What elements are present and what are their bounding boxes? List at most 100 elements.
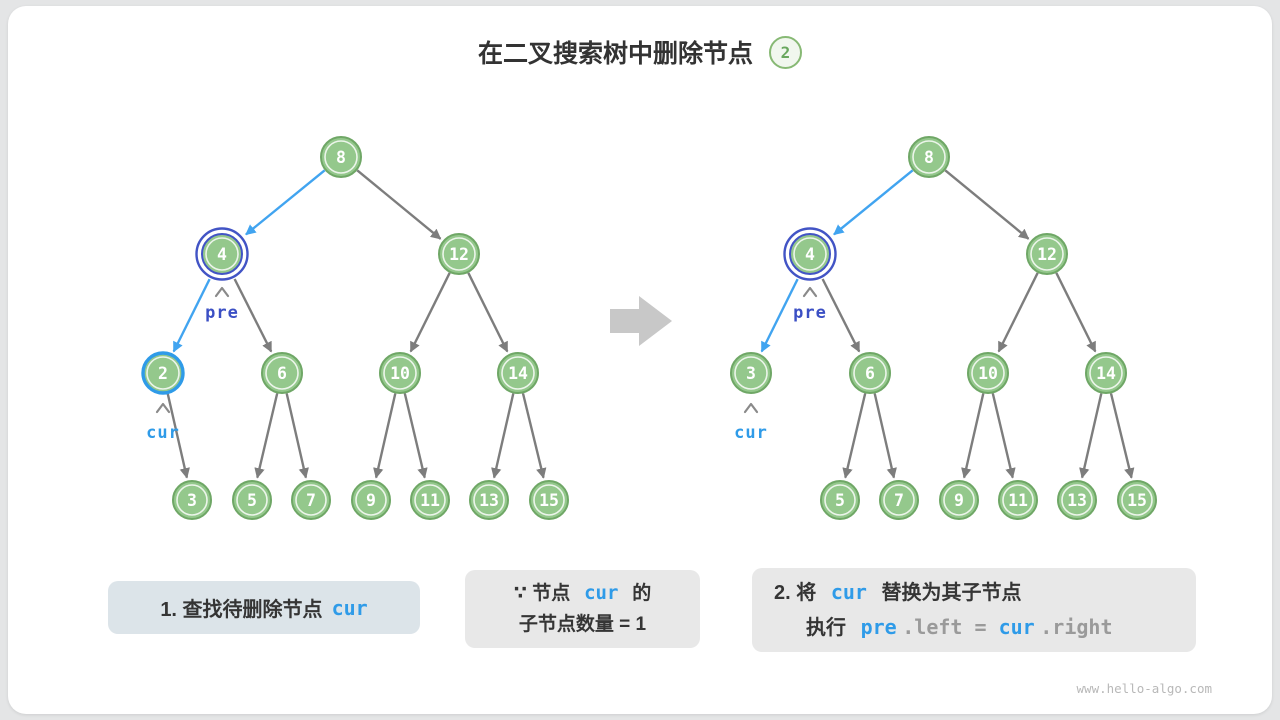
tree-node: 11: [410, 480, 450, 520]
page-title: 在二叉搜索树中删除节点: [477, 40, 753, 68]
caption-code-cur: cur: [830, 580, 867, 604]
tree-node-cur: 3: [730, 352, 772, 394]
caption-code-cur: cur: [331, 595, 368, 620]
tree-node-cur: 2: [141, 351, 185, 395]
tree-edge: [821, 278, 861, 353]
node-value: 3: [746, 364, 756, 383]
tree-node: 10: [967, 352, 1009, 394]
tree-edge: [1079, 393, 1103, 479]
caption-step1: 1. 查找待删除节点 cur: [108, 581, 420, 634]
caption-line: ∵ 节点 cur 的: [514, 578, 652, 609]
caption-code-cur: cur: [998, 615, 1035, 639]
tree-edge: [491, 393, 515, 479]
tree-node-pre: 4: [783, 227, 837, 281]
node-value: 2: [158, 364, 168, 383]
node-value: 13: [479, 491, 499, 510]
tree-node: 15: [1117, 480, 1157, 520]
pre-caret-icon: [802, 286, 818, 298]
tree-edge: [409, 272, 451, 353]
node-value: 7: [894, 491, 904, 510]
caption-line: 2. 将 cur 替换为其子节点: [774, 575, 1196, 610]
caption-text: 的: [632, 583, 652, 604]
tree-node-pre: 4: [195, 227, 249, 281]
tree-node: 12: [1026, 233, 1068, 275]
caption-text: 2. 将: [774, 582, 817, 604]
tree-edge: [760, 278, 799, 353]
tree-node: 3: [172, 480, 212, 520]
tree-edge: [842, 393, 867, 479]
caption-code-line: 执行 pre .left = cur .right: [806, 610, 1196, 645]
tree-node: 14: [1085, 352, 1127, 394]
caption-text: 执行: [806, 617, 846, 639]
tree-node: 9: [351, 480, 391, 520]
node-value: 15: [1127, 491, 1147, 510]
tree-node: 6: [261, 352, 303, 394]
node-value: 14: [508, 364, 528, 383]
tree-edge: [373, 393, 397, 479]
node-value: 4: [805, 245, 815, 264]
caption-text: 替换为其子节点: [881, 582, 1022, 604]
tree-node: 7: [291, 480, 331, 520]
node-value: 3: [187, 491, 197, 510]
caption-line: 子节点数量 = 1: [518, 614, 647, 635]
caption-code-pre: pre: [860, 615, 897, 639]
caption-reason: ∵ 节点 cur 的 子节点数量 = 1: [465, 570, 700, 648]
node-value: 13: [1067, 491, 1087, 510]
caption-step2: 2. 将 cur 替换为其子节点 执行 pre .left = cur .rig…: [752, 568, 1196, 652]
node-value: 5: [835, 491, 845, 510]
tree-node: 11: [998, 480, 1038, 520]
cur-caret-icon: [155, 402, 171, 414]
caption-code-cur: cur: [584, 582, 619, 604]
tree-node: 13: [469, 480, 509, 520]
tree-node: 13: [1057, 480, 1097, 520]
tree-node: 6: [849, 352, 891, 394]
tree-node: 15: [529, 480, 569, 520]
tree-edge: [285, 393, 309, 479]
transition-arrow-icon: [610, 296, 672, 346]
tree-edge: [172, 278, 211, 353]
tree-node: 12: [438, 233, 480, 275]
tree-edge: [245, 169, 326, 236]
node-value: 5: [247, 491, 257, 510]
node-value: 6: [865, 364, 875, 383]
node-value: 12: [1037, 245, 1057, 264]
title-row: 在二叉搜索树中删除节点 2: [0, 34, 1280, 70]
tree-edge: [233, 278, 273, 353]
node-value: 8: [924, 148, 934, 167]
node-value: 10: [390, 364, 410, 383]
node-value: 14: [1096, 364, 1116, 383]
node-value: 4: [217, 245, 227, 264]
caption-code: .left =: [902, 615, 999, 639]
tree-node: 5: [820, 480, 860, 520]
watermark: www.hello-algo.com: [1076, 681, 1212, 696]
caption-text: 1. 查找待删除节点: [160, 599, 323, 621]
cur-pointer-label: cur: [734, 423, 768, 443]
tree-node: 14: [497, 352, 539, 394]
left-tree: 8 4 12 2 6 10 14 3 5 7 9 11: [141, 136, 569, 520]
tree-edge: [1055, 272, 1097, 353]
cur-pointer-label: cur: [146, 423, 180, 443]
tree-edge: [873, 393, 897, 479]
node-value: 10: [978, 364, 998, 383]
cur-caret-icon: [743, 402, 759, 414]
tree-edge: [356, 169, 442, 240]
node-value: 15: [539, 491, 559, 510]
pre-caret-icon: [214, 286, 230, 298]
tree-edge: [833, 169, 914, 236]
node-value: 11: [1008, 491, 1028, 510]
node-value: 9: [954, 491, 964, 510]
node-value: 8: [336, 148, 346, 167]
right-tree: 8 4 12 3 6 10 14 5 7 9 11 13: [730, 136, 1157, 520]
tree-edge: [997, 272, 1039, 353]
tree-edge: [1109, 393, 1135, 479]
tree-edge: [403, 393, 428, 479]
tree-edge: [467, 272, 509, 353]
tree-node: 9: [939, 480, 979, 520]
pre-pointer-label: pre: [793, 303, 827, 323]
tree-edge: [254, 393, 279, 479]
tree-node: 7: [879, 480, 919, 520]
step-badge: 2: [769, 35, 802, 69]
node-value: 11: [420, 491, 440, 510]
